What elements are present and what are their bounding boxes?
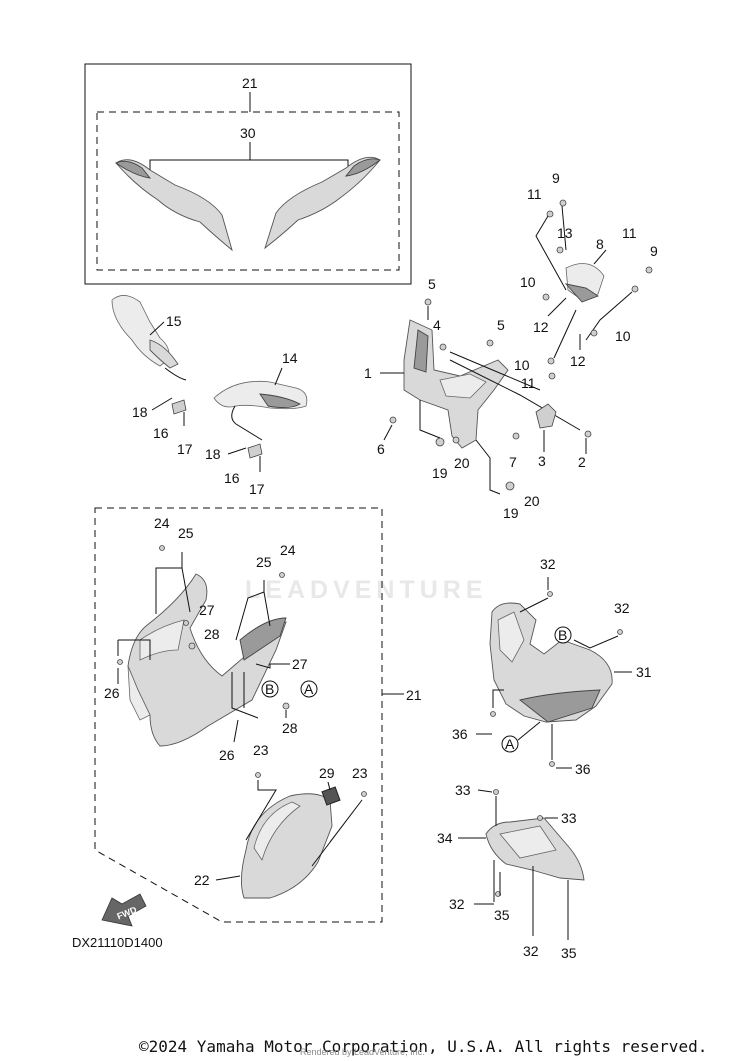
callout-11-lower: 11: [521, 375, 536, 391]
callout-4: 4: [433, 317, 441, 333]
callout-31: 31: [636, 664, 652, 680]
decal-dashed-box: [96, 111, 400, 271]
callout-25-left: 25: [178, 525, 194, 541]
callout-34: 34: [437, 830, 453, 846]
callout-36-right: 36: [575, 761, 591, 777]
callout-2: 2: [578, 454, 586, 470]
callout-10-upper: 10: [520, 274, 536, 290]
callout-19-lower: 19: [503, 505, 519, 521]
callout-32-bottom: 32: [523, 943, 539, 959]
callout-33-left: 33: [455, 782, 471, 798]
callout-11-right: 11: [622, 225, 637, 241]
marker-a-cowl: A: [304, 681, 314, 697]
callout-12-left: 12: [533, 319, 549, 335]
callout-18-center: 18: [205, 446, 221, 462]
callout-20-lower: 20: [524, 493, 540, 509]
callout-30: 30: [240, 125, 256, 141]
part-29-label: [321, 786, 341, 806]
part-16-grommet-left: [171, 399, 187, 415]
callout-23-right: 23: [352, 765, 368, 781]
callout-35-left: 35: [494, 907, 510, 923]
callout-26-left: 26: [104, 685, 120, 701]
callout-8: 8: [596, 236, 604, 252]
part-3-bracket: [535, 403, 557, 429]
callout-21-top: 21: [242, 75, 258, 91]
callout-24-left: 24: [154, 515, 170, 531]
callout-25-right: 25: [256, 554, 272, 570]
fwd-arrow-icon: FWD: [101, 893, 147, 927]
callout-22: 22: [194, 872, 210, 888]
callout-14: 14: [282, 350, 298, 366]
callout-7: 7: [509, 454, 517, 470]
callout-23-left: 23: [253, 742, 269, 758]
callout-36-left: 36: [452, 726, 468, 742]
callout-6: 6: [377, 441, 385, 457]
decal-group-box: [84, 63, 412, 285]
part-cowl-body: [127, 573, 287, 747]
watermark-text: LEADVENTURE: [245, 576, 488, 604]
decal-right: [264, 156, 381, 250]
callout-35-right: 35: [561, 945, 577, 961]
callout-27-lower: 27: [292, 656, 308, 672]
callout-9-upper: 9: [552, 170, 560, 186]
callout-17-center: 17: [249, 481, 265, 497]
callout-5-right: 5: [497, 317, 505, 333]
callout-32-right: 32: [614, 600, 630, 616]
callout-33-right: 33: [561, 810, 577, 826]
marker-b-duct: B: [558, 627, 567, 643]
callout-29: 29: [319, 765, 335, 781]
callout-1: 1: [364, 365, 372, 381]
callout-10-mid: 10: [514, 357, 530, 373]
callout-11-upper: 11: [527, 186, 542, 202]
callout-28-lower: 28: [282, 720, 298, 736]
diagram-code: DX21110D1400: [72, 935, 163, 950]
callout-21-cowl: 21: [406, 687, 422, 703]
decal-left: [115, 159, 233, 252]
front-cowl-group-box: [94, 507, 383, 923]
marker-a-duct: A: [505, 736, 515, 752]
rendered-by-notice: Rendered by LeadVenture, Inc.: [300, 1047, 425, 1057]
callout-16-center: 16: [224, 470, 240, 486]
part-16-grommet-center: [247, 443, 263, 459]
callout-32-lower-left: 32: [449, 896, 465, 912]
callout-12-right: 12: [570, 353, 586, 369]
callout-16-left: 16: [153, 425, 169, 441]
marker-b-cowl: B: [265, 681, 274, 697]
callout-17-left: 17: [177, 441, 193, 457]
callout-27-upper: 27: [199, 602, 215, 618]
copyright-notice: ©2024 Yamaha Motor Corporation, U.S.A. A…: [139, 1037, 708, 1056]
callout-3: 3: [538, 453, 546, 469]
callout-24-right: 24: [280, 542, 296, 558]
callout-19-upper: 19: [432, 465, 448, 481]
callout-28-upper: 28: [204, 626, 220, 642]
callout-32-top: 32: [540, 556, 556, 572]
callout-9-right: 9: [650, 243, 658, 259]
callout-26-lower: 26: [219, 747, 235, 763]
callout-20-upper: 20: [454, 455, 470, 471]
callout-15: 15: [166, 313, 182, 329]
part-22-windshield: [241, 793, 333, 899]
callout-18-left: 18: [132, 404, 148, 420]
callout-5-left: 5: [428, 276, 436, 292]
callout-10-right: 10: [615, 328, 631, 344]
